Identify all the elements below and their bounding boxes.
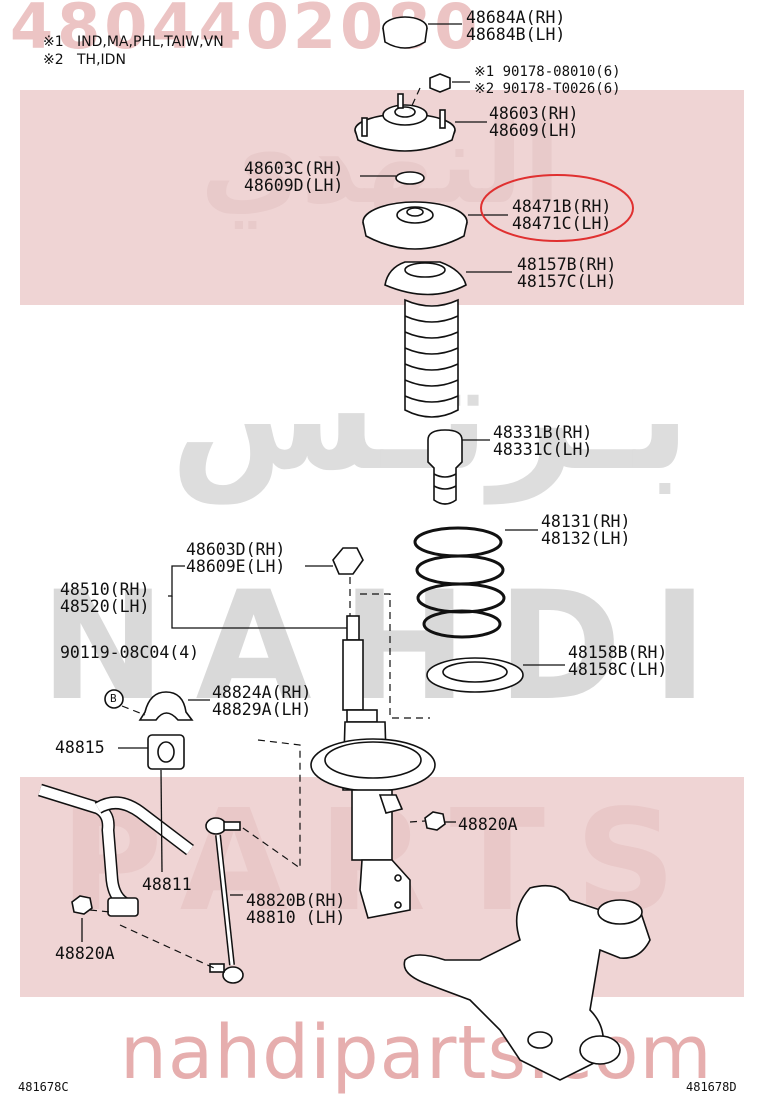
highlight-ellipse — [480, 174, 634, 242]
label-48471: 48471B(RH)48471C(LH) — [512, 197, 612, 233]
note-1: ※1 IND,MA,PHL,TAIW,VN — [43, 34, 224, 50]
figure-id-right: 481678D — [686, 1080, 737, 1094]
bearing-part — [395, 171, 425, 185]
bar-nut-part — [71, 895, 93, 915]
figure-id-left: 481678C — [18, 1080, 69, 1094]
label-48603: 48603(RH)48609(LH) — [489, 104, 579, 140]
bump-stopper-part — [427, 429, 463, 505]
label-48684: 48684A(RH)48684B(LH) — [466, 8, 566, 44]
piston-rod-part — [346, 615, 360, 641]
leader-lines — [81, 23, 565, 942]
note-2: ※2 TH,IDN — [43, 52, 126, 68]
label-90119: 90119-08C04(4) — [60, 643, 200, 662]
stabilizer-bracket-part — [138, 691, 194, 721]
label-48820b: 48820B(RH)48810 (LH) — [246, 891, 346, 927]
dashed-assembly-lines — [89, 87, 430, 969]
reference-letter-b: B — [110, 692, 117, 705]
label-48158: 48158B(RH)48158C(LH) — [568, 643, 668, 679]
coil-spring-part — [413, 526, 506, 639]
label-48603c: 48603C(RH)48609D(LH) — [244, 159, 344, 195]
link-nut-part — [424, 811, 446, 831]
label-48157: 48157B(RH)48157C(LH) — [517, 255, 617, 291]
label-48820a-left: 48820A — [55, 944, 115, 963]
rod-nut-part — [332, 547, 364, 575]
label-48811: 48811 — [142, 875, 192, 894]
reference-circle-b — [104, 689, 124, 709]
label-90178: ※1 90178-08010(6)※2 90178-T0026(6) — [474, 64, 621, 97]
label-48820a-right: 48820A — [458, 815, 518, 834]
bellows-boot-part — [404, 298, 459, 418]
mount-nut-part — [429, 73, 451, 93]
label-48510: 48510(RH)48520(LH) — [60, 580, 150, 616]
label-48824: 48824A(RH)48829A(LH) — [212, 683, 312, 719]
label-48131: 48131(RH)48132(LH) — [541, 512, 631, 548]
label-48815: 48815 — [55, 738, 105, 757]
label-48603d: 48603D(RH)48609E(LH) — [186, 540, 286, 576]
label-48331: 48331B(RH)48331C(LH) — [493, 423, 593, 459]
